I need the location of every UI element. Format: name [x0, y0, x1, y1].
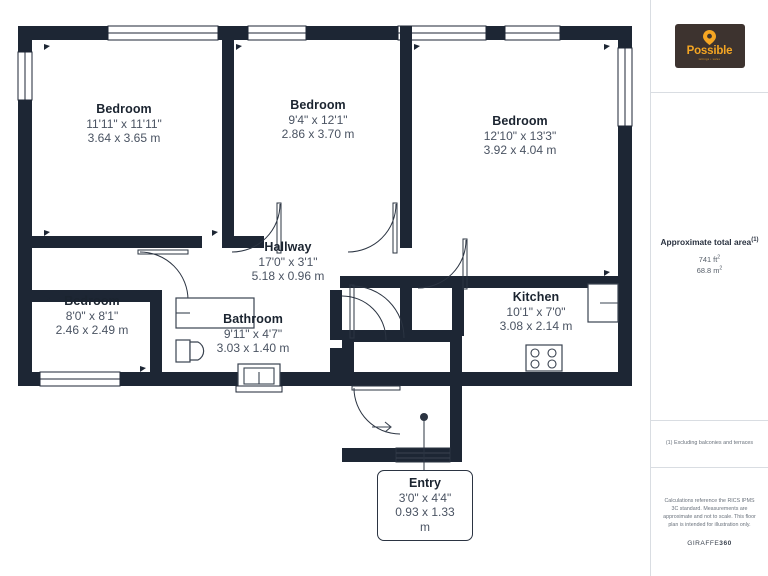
- entry-direction-arrow: [372, 421, 392, 433]
- room-dim-metric: 0.93 x 1.33 m: [395, 505, 455, 534]
- dimension-ticks: [44, 44, 610, 372]
- sqm-unit-sup: 2: [719, 265, 723, 272]
- total-area-sqft-value: 741 ft: [698, 254, 718, 264]
- sink-fixture: [237, 363, 281, 389]
- logo-tagline: lettings • sales: [698, 57, 721, 61]
- total-area-sqm-value: 68.8 m: [696, 266, 720, 275]
- room-name: Entry: [409, 476, 441, 490]
- info-side-panel: Possible lettings • sales Approximate to…: [650, 0, 768, 576]
- floorplan-canvas[interactable]: .w{fill:#1d2634;} .win{fill:#ffffff;stro…: [0, 0, 650, 576]
- brand-logo-cell[interactable]: Possible lettings • sales: [651, 0, 768, 93]
- total-area-superscript: (1): [751, 237, 759, 244]
- total-area-sqft: 741 ft2: [699, 254, 720, 265]
- footnote-text: (1) Excluding balconies and terraces: [665, 440, 754, 447]
- brand-name-plain: GIRAFFE: [687, 540, 720, 548]
- total-area-sqm: 68.8 m2: [697, 265, 723, 276]
- kitchen-counter-fixture: [587, 283, 619, 323]
- total-area-title: Approximate total area(1): [660, 237, 758, 247]
- logo-wordmark: Possible: [686, 45, 733, 58]
- stove-fixture: [525, 344, 563, 372]
- footnote-cell: (1) Excluding balconies and terraces: [651, 421, 768, 468]
- possible-logo[interactable]: Possible lettings • sales: [674, 24, 745, 68]
- room-label-entry: Entry 3'0" x 4'4" 0.93 x 1.33 m: [377, 470, 473, 542]
- disclaimer-text: Calculations reference the RICS IPMS 3C …: [663, 497, 756, 529]
- location-pin-icon: [703, 30, 716, 46]
- sqft-unit-sup: 2: [717, 254, 721, 261]
- floorplan-drawing: .w{fill:#1d2634;} .win{fill:#ffffff;stro…: [17, 25, 633, 470]
- room-dim-imperial: 3'0" x 4'4": [398, 491, 452, 505]
- total-area-cell: Approximate total area(1) 741 ft2 68.8 m…: [651, 93, 768, 421]
- giraffe360-brand: GIRAFFE360: [687, 540, 732, 547]
- toilet-fixture: [175, 339, 205, 363]
- total-area-title-text: Approximate total area: [660, 236, 752, 247]
- brand-name-bold: 360: [719, 540, 732, 548]
- disclaimer-cell: Calculations reference the RICS IPMS 3C …: [651, 468, 768, 576]
